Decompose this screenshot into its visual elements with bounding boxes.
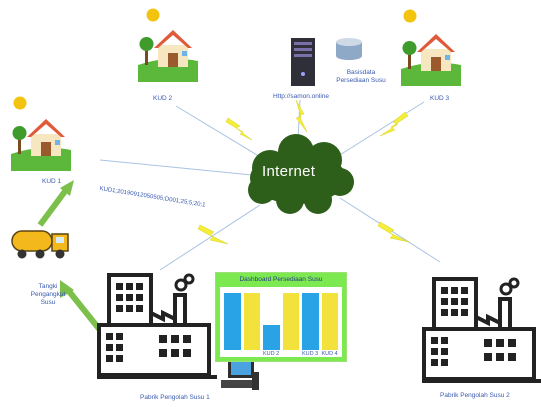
bolt-icon bbox=[377, 221, 410, 243]
kud1-house-icon bbox=[11, 119, 71, 171]
dashboard-bar bbox=[302, 293, 319, 350]
arrow-icon bbox=[37, 188, 69, 227]
bolt-icon bbox=[295, 99, 308, 133]
kud3-house-icon bbox=[401, 34, 461, 86]
dashboard-title: Dashboard Persediaan Susu bbox=[239, 276, 323, 283]
flow-arrows bbox=[37, 180, 111, 342]
computer-icon bbox=[221, 358, 259, 390]
kud2-house-icon bbox=[138, 30, 198, 82]
bolt-icon bbox=[225, 117, 253, 141]
sun-icon bbox=[13, 96, 27, 110]
arrow-icon bbox=[60, 280, 74, 298]
database-icon bbox=[336, 38, 362, 60]
factory1-label: Pabrik Pengolah Susu 1 bbox=[140, 394, 210, 401]
kud2-label: KUD 2 bbox=[153, 95, 173, 102]
server-url-label: Http://samon.online bbox=[273, 93, 330, 100]
dashboard-bar-label: KUD 4 bbox=[321, 351, 338, 357]
internet-label: Internet bbox=[262, 163, 316, 180]
bolt-icon bbox=[379, 111, 409, 137]
bolt-icon bbox=[197, 224, 229, 245]
dashboard-bar bbox=[243, 293, 260, 350]
factory2-label: Pabrik Pengolah Susu 2 bbox=[440, 392, 510, 399]
kud1-label: KUD 1 bbox=[42, 178, 62, 185]
dashboard-bar bbox=[321, 293, 338, 350]
factory2-icon bbox=[420, 277, 541, 385]
sun-icon bbox=[403, 9, 417, 23]
milk-tanker-truck-icon bbox=[11, 230, 69, 259]
factory1-icon bbox=[95, 273, 219, 381]
dashboard-bar bbox=[263, 324, 280, 350]
dashboard-bar-label: KUD 2 bbox=[263, 351, 280, 357]
sun-icon bbox=[146, 8, 160, 22]
dashboard-bar-label: KUD 3 bbox=[302, 351, 319, 357]
lightning-bolt-icons bbox=[197, 99, 410, 245]
internet-cloud-icon bbox=[248, 134, 354, 214]
arrow-icon bbox=[60, 180, 74, 196]
tanker-label: Tangki Pengangkut Susu bbox=[30, 283, 66, 306]
dashboard-bar bbox=[282, 293, 299, 350]
kud3-label: KUD 3 bbox=[430, 95, 450, 102]
server-icon bbox=[291, 38, 315, 86]
dashboard-bar bbox=[224, 293, 241, 350]
server-name-label: Basisdata Persediaan Susu bbox=[336, 69, 386, 84]
